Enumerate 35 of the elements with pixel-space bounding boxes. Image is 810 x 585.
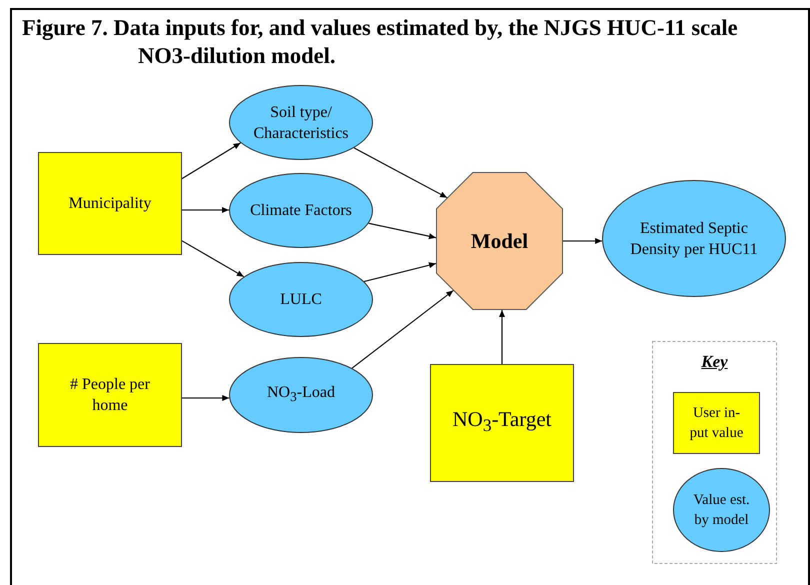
node-label: User in- put value (688, 404, 744, 443)
input-box (673, 392, 760, 454)
estimate-ellipse (229, 357, 373, 433)
estimate-ellipse (229, 262, 373, 337)
figure-title: Figure 7. Data inputs for, and values estimated by, the NJGS HUC-11 scale NO3-dilution model. (22, 14, 739, 70)
node-label: NO$_{3}$-Target (452, 409, 552, 437)
arrow (563, 238, 602, 244)
input-box (430, 364, 574, 482)
node-label: Municipality (68, 194, 152, 214)
arrow (354, 147, 448, 198)
key-heading: Key (701, 351, 728, 372)
arrow (182, 240, 244, 278)
model-octagon (436, 172, 563, 310)
model-label: Model (470, 230, 528, 252)
node-label: Climate Factors (250, 201, 352, 221)
node-label: Soil type/ Characteristics (252, 102, 350, 144)
node-label: NO$_{3}$-Load (267, 383, 335, 407)
node-label: # People per home (69, 375, 151, 416)
input-box (38, 152, 182, 255)
arrow (499, 310, 505, 364)
arrow (368, 222, 436, 240)
node-label: Estimated Septic Density per HUC11 (629, 218, 759, 260)
arrow (352, 290, 454, 369)
node-label: Value est. by model (692, 491, 751, 530)
input-box (38, 343, 182, 447)
arrow (364, 262, 436, 282)
key-panel (652, 341, 777, 564)
arrow (182, 395, 230, 401)
arrow (182, 207, 229, 213)
arrow (182, 142, 241, 180)
estimate-ellipse (229, 173, 373, 248)
node-label: LULC (280, 290, 322, 310)
estimate-ellipse (229, 85, 373, 160)
estimate-ellipse (602, 180, 786, 297)
estimate-ellipse (673, 468, 770, 552)
